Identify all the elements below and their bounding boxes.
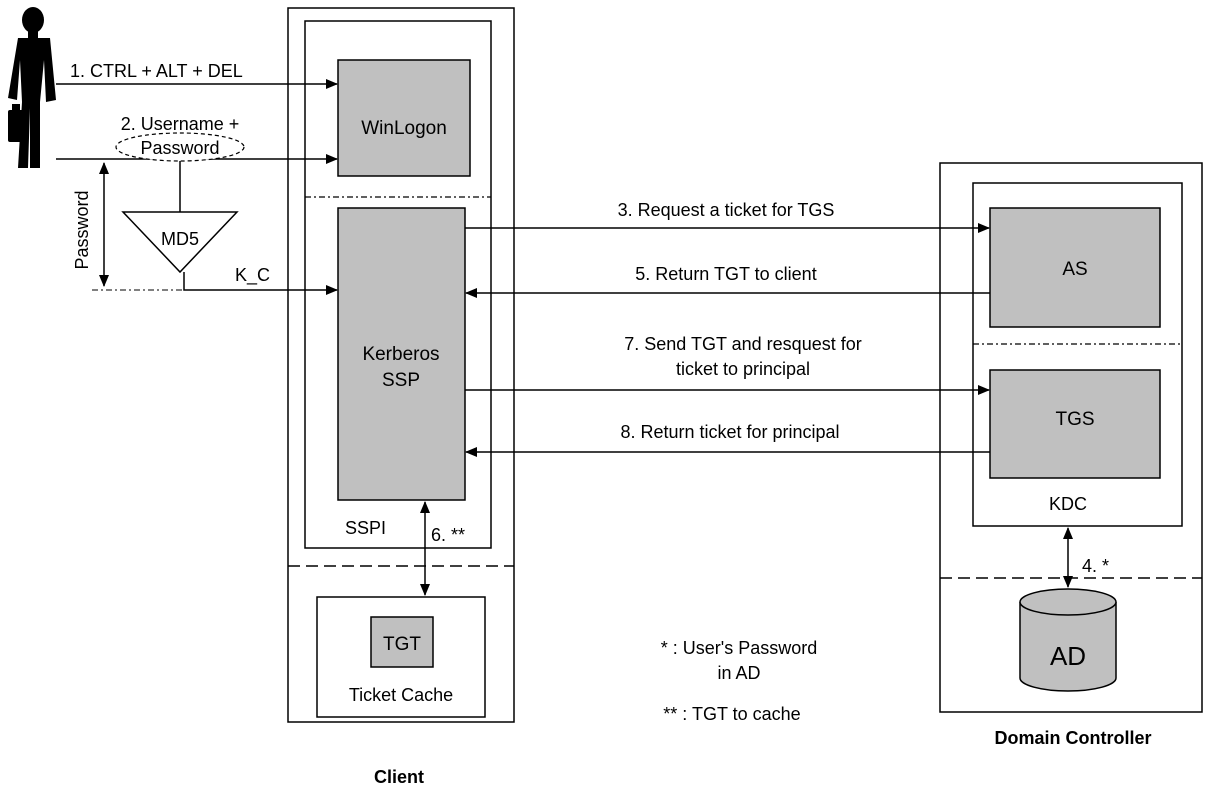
arrow-kc xyxy=(183,272,338,295)
ad-database-icon xyxy=(1019,588,1117,692)
tgt-label: TGT xyxy=(383,634,421,655)
md5-triangle xyxy=(121,211,239,274)
ticket-cache-label: Ticket Cache xyxy=(349,685,453,705)
winlogon-label: WinLogon xyxy=(361,118,447,139)
kdc-label: KDC xyxy=(1049,494,1087,514)
ad-label: AD xyxy=(1050,641,1086,671)
as-label: AS xyxy=(1062,259,1087,280)
step-5-label: 5. Return TGT to client xyxy=(635,264,816,284)
tgs-box xyxy=(989,369,1161,479)
tgs-label: TGS xyxy=(1055,409,1094,430)
winlogon-box xyxy=(337,59,471,177)
tgt-box xyxy=(370,616,434,668)
step-7-label-line2: ticket to principal xyxy=(676,359,810,379)
domain-controller-host xyxy=(939,162,1203,713)
client-host xyxy=(287,7,515,723)
k-c-label: K_C xyxy=(235,265,270,286)
legend-star-line2: in AD xyxy=(717,663,760,683)
step-2-label-line1: 2. Username + xyxy=(121,114,240,134)
password-vertical-label: Password xyxy=(72,190,92,269)
step-7-label-line1: 7. Send TGT and resquest for xyxy=(624,334,861,354)
step-2-label-line2: Password xyxy=(140,138,219,158)
kerberos-ssp-box xyxy=(337,207,466,501)
step-6-label: 6. ** xyxy=(431,525,465,545)
password-ellipse xyxy=(115,132,245,162)
step-8-label: 8. Return ticket for principal xyxy=(620,422,839,442)
businessman-icon xyxy=(8,7,56,168)
client-title: Client xyxy=(374,767,424,787)
legend-double-star: ** : TGT to cache xyxy=(663,704,800,724)
kerberos-label-line2: SSP xyxy=(382,370,420,391)
sspi-label: SSPI xyxy=(345,518,386,538)
step-3-label: 3. Request a ticket for TGS xyxy=(618,200,835,220)
kerberos-label-line1: Kerberos xyxy=(362,344,439,365)
step-4-label: 4. * xyxy=(1082,556,1109,576)
as-box xyxy=(989,207,1161,328)
step-1-label: 1. CTRL + ALT + DEL xyxy=(70,61,243,81)
legend-star-line1: * : User's Password xyxy=(661,638,817,658)
domain-controller-title: Domain Controller xyxy=(994,728,1151,748)
md5-label: MD5 xyxy=(161,229,199,249)
